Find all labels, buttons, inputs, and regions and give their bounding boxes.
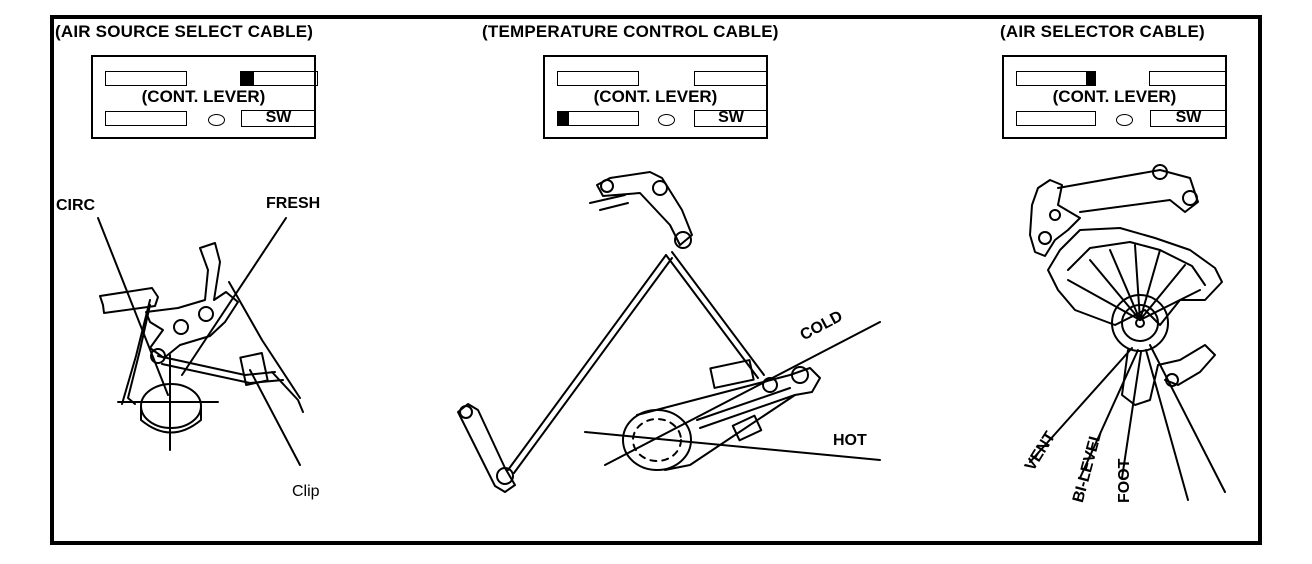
air-source-title: (AIR SOURCE SELECT CABLE) <box>55 22 314 41</box>
upper-left-slot <box>557 71 639 86</box>
lever-indicator <box>558 112 569 125</box>
sw-switch: SW <box>241 110 316 127</box>
upper-right-slot <box>694 71 768 86</box>
lower-left-slot <box>105 111 187 126</box>
lower-left-slot <box>557 111 639 126</box>
knob-icon <box>1116 114 1133 126</box>
upper-right-slot <box>1149 71 1227 86</box>
lever-indicator <box>1086 72 1095 85</box>
air-source-mechanism <box>97 217 304 466</box>
cont-lever-label: (CONT. LEVER) <box>593 87 718 106</box>
clip-label: Clip <box>292 483 320 500</box>
upper-left-slot <box>105 71 187 86</box>
temperature-title: (TEMPERATURE CONTROL CABLE) <box>482 22 779 41</box>
foot-label: FOOT <box>1116 458 1133 503</box>
fresh-label: FRESH <box>266 195 321 212</box>
cont-lever-label: (CONT. LEVER) <box>141 87 266 106</box>
temperature-mechanism <box>457 171 881 493</box>
temperature-control-panel: (CONT. LEVER) SW <box>543 55 768 139</box>
hot-label: HOT <box>833 432 867 449</box>
upper-right-slot <box>240 71 318 86</box>
sw-switch: SW <box>1150 110 1227 127</box>
lower-left-slot <box>1016 111 1096 126</box>
air-selector-control-panel: (CONT. LEVER) SW <box>1002 55 1227 139</box>
air-selector-mechanism <box>1029 164 1226 501</box>
circ-label: CIRC <box>56 197 96 214</box>
air-selector-title: (AIR SELECTOR CABLE) <box>1000 22 1205 41</box>
lever-indicator <box>241 72 254 85</box>
upper-left-slot <box>1016 71 1096 86</box>
knob-icon <box>658 114 675 126</box>
knob-icon <box>208 114 225 126</box>
air-source-control-panel: (CONT. LEVER) SW <box>91 55 318 139</box>
sw-switch: SW <box>694 110 768 127</box>
cont-lever-label: (CONT. LEVER) <box>1052 87 1177 106</box>
